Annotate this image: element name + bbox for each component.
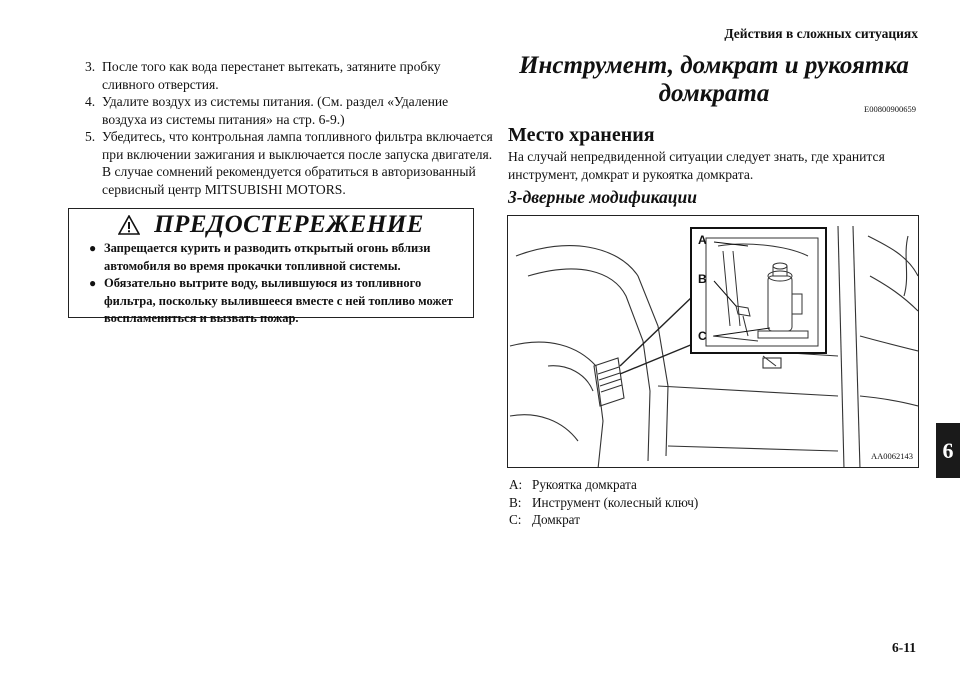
warning-box: ПРЕДОСТЕРЕЖЕНИЕ ● Запрещается курить и р… xyxy=(68,208,474,325)
section-title: Инструмент, домкрат и рукоятка домкрата xyxy=(508,52,920,108)
warning-triangle-icon xyxy=(118,215,141,235)
section-title-line: Инструмент, домкрат и рукоятка xyxy=(519,52,909,79)
figure-legend: A: Рукоятка домкрата B: Инструмент (коле… xyxy=(509,476,698,529)
model-variant-title: 3-дверные модификации xyxy=(508,187,697,207)
subsection-title: Место хранения xyxy=(508,124,655,146)
bullet-icon: ● xyxy=(89,276,97,290)
warning-item-text: Запрещается курить и разводить открытый … xyxy=(104,241,431,273)
warning-item: ● Запрещается курить и разводить открыты… xyxy=(69,240,473,275)
figure-code: AA0062143 xyxy=(870,451,913,461)
chapter-tab: 6 xyxy=(936,423,960,478)
warning-title: ПРЕДОСТЕРЕЖЕНИЕ xyxy=(154,211,424,238)
legend-item: C: Домкрат xyxy=(509,511,698,529)
legend-item: B: Инструмент (колесный ключ) xyxy=(509,494,698,512)
legend-key: C: xyxy=(509,512,522,527)
warning-item-text: Обязательно вытрите воду, вылившуюся из … xyxy=(104,276,454,325)
page-number: 6-11 xyxy=(891,640,916,655)
callout-a: A xyxy=(698,233,707,247)
step-number: 4. xyxy=(85,94,96,109)
page-header-title: Действия в сложных ситуациях xyxy=(724,26,918,41)
section-title-line: домкрата xyxy=(658,80,770,107)
warning-header: ПРЕДОСТЕРЕЖЕНИЕ xyxy=(69,211,473,239)
step-item: 4. Удалите воздух из системы питания. (С… xyxy=(85,93,495,128)
callout-c: C xyxy=(698,329,707,343)
step-item: 3. После того как вода перестанет вытека… xyxy=(85,58,495,93)
legend-item: A: Рукоятка домкрата xyxy=(509,476,698,494)
legend-text: Домкрат xyxy=(532,512,580,527)
legend-text: Инструмент (колесный ключ) xyxy=(532,494,699,510)
step-text: После того как вода перестанет вытекать,… xyxy=(102,59,441,92)
step-text: Убедитесь, что контрольная лампа топливн… xyxy=(102,129,493,197)
illustration-drawing xyxy=(509,225,918,467)
warning-list: ● Запрещается курить и разводить открыты… xyxy=(69,240,473,328)
step-text: Удалите воздух из системы питания. (См. … xyxy=(102,94,449,127)
step-number: 5. xyxy=(85,129,96,144)
steps-list: 3. После того как вода перестанет вытека… xyxy=(85,58,495,198)
document-code: E00800900659 xyxy=(864,104,916,114)
warning-item: ● Обязательно вытрите воду, вылившуюся и… xyxy=(69,275,473,328)
step-number: 3. xyxy=(85,59,96,74)
bullet-icon: ● xyxy=(89,241,97,255)
legend-key: B: xyxy=(509,494,522,510)
jack-storage-illustration: A B C AA0062143 xyxy=(507,215,919,468)
legend-key: A: xyxy=(509,477,523,492)
intro-paragraph: На случай непредвиденной ситуации следуе… xyxy=(508,149,885,182)
legend-text: Рукоятка домкрата xyxy=(532,477,637,492)
step-item: 5. Убедитесь, что контрольная лампа топл… xyxy=(85,128,495,198)
callout-b: B xyxy=(698,272,707,286)
